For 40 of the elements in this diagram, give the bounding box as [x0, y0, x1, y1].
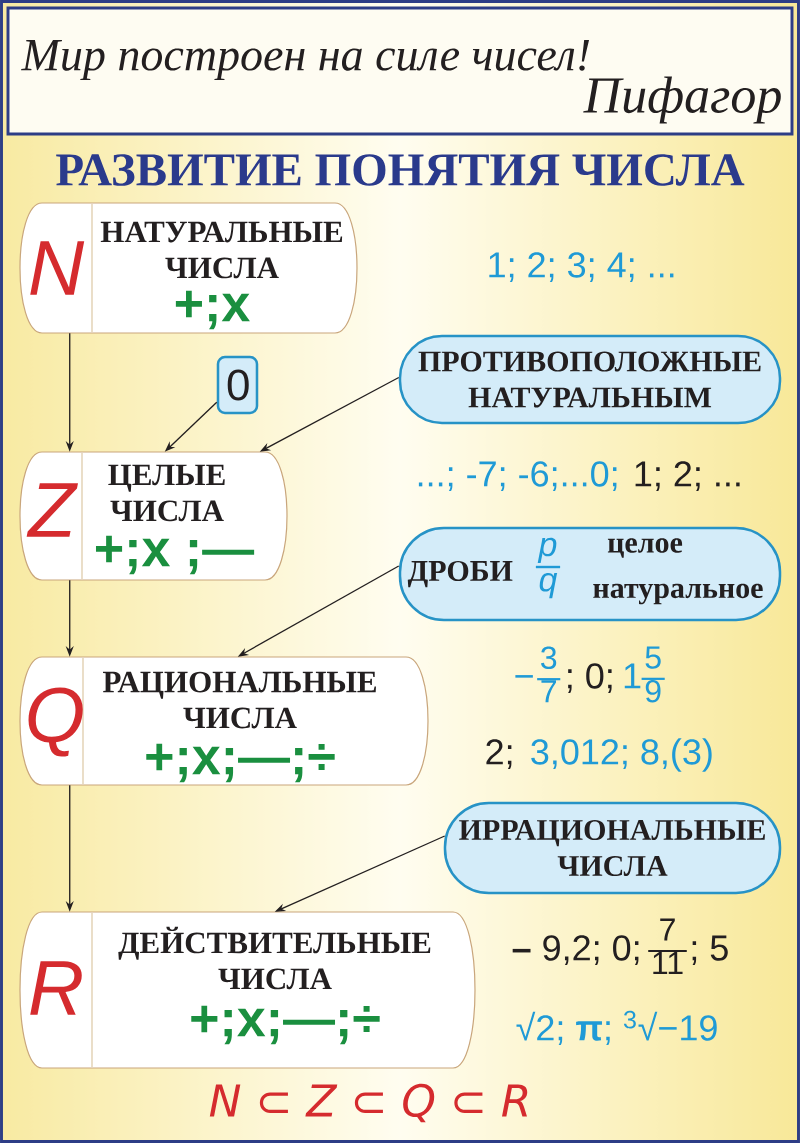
math-text: − [515, 675, 533, 678]
number-set-box [19, 202, 358, 334]
set-name: НАТУРАЛЬНЫЕ ЧИСЛА [100, 221, 343, 279]
operation-signs: +;x ;— [96, 535, 255, 575]
term-label: натуральное [593, 583, 763, 605]
rounded-box: ИРРАЦИОНАЛЬНЫЕ ЧИСЛА [443, 801, 782, 895]
math-text: 1 [624, 663, 641, 689]
term-label: ДРОБИ [407, 560, 513, 588]
operation-signs: +;x [175, 290, 250, 330]
math-text: – 9,2; 0; [512, 935, 639, 965]
set-letter: R [30, 961, 82, 1015]
fraction: 3 7 [537, 646, 561, 703]
math-text: ; 5 [692, 935, 728, 965]
math-text: 2; [486, 739, 512, 769]
number-set-box [19, 656, 429, 786]
set-letter: Q [28, 687, 83, 757]
set-letter: Z [26, 483, 78, 537]
operation-signs: +;x;—;÷ [146, 743, 335, 783]
math-text: ; 0; [568, 663, 612, 693]
math-text: 1; 2; 3; 4; ... [489, 252, 674, 282]
math-text: √2; π; $^{3}$√−19 [516, 1010, 717, 1045]
rounded-box [398, 526, 782, 622]
operation-signs: +;x;—;÷ [191, 1005, 380, 1045]
set-name: ЦЕЛЫЕ ЧИСЛА [108, 464, 225, 522]
term-label: целое [607, 538, 683, 558]
math-text: 3,012; 8,(3) [531, 738, 712, 772]
set-name: ДЕЙСТВИТЕЛЬНЫЕ ЧИСЛА [118, 926, 431, 990]
fraction: 5 9 [641, 646, 665, 703]
set-letter: N [30, 241, 85, 295]
title: РАЗВИТИЕ ПОНЯТИЯ ЧИСЛА [56, 154, 745, 186]
math-text: 1; 2; ... [635, 461, 740, 491]
number-set-box [19, 451, 288, 581]
rounded-box: ПРОТИВОПОЛОЖНЫЕ НАТУРАЛЬНЫМ [398, 334, 782, 425]
quote-box [6, 6, 794, 136]
fraction: 7 11 [648, 918, 687, 975]
set-name: РАЦИОНАЛЬНЫЕ ЧИСЛА [103, 671, 376, 729]
rounded-box: 0 [216, 355, 259, 415]
number-set-box [19, 911, 476, 1069]
fraction: p q [535, 537, 561, 599]
math-text: ...; -7; -6;...0; [418, 461, 617, 491]
